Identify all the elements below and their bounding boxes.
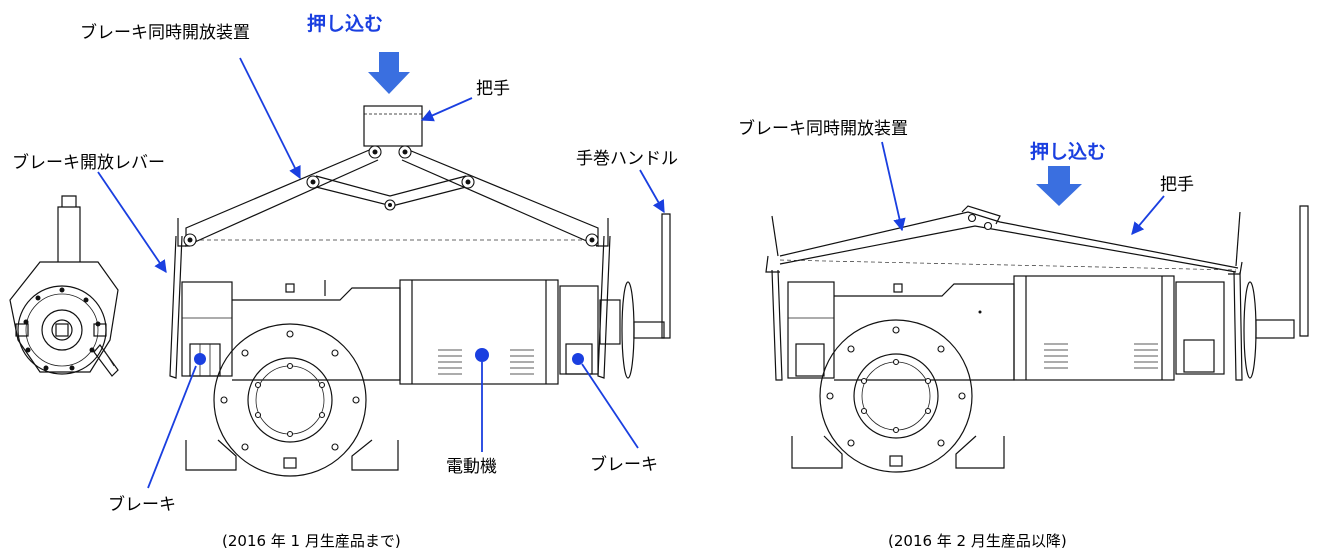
brake-release-lever-right [597, 235, 611, 379]
push-label: 押し込む [307, 12, 383, 35]
down-arrow-icon [1036, 166, 1082, 206]
label-handle: 把手 [476, 79, 510, 99]
blue-dot-marker-icon [194, 353, 206, 365]
label-hand-crank: 手巻ハンドル [576, 149, 678, 169]
label-handle: 把手 [1160, 175, 1194, 195]
leader-line [639, 169, 665, 214]
leader-line [147, 365, 197, 489]
label-brake-release-lever: ブレーキ開放レバー [12, 152, 165, 173]
label-motor: 電動機 [446, 457, 497, 477]
caption-left: (2016 年 1 月生産品まで) [222, 532, 401, 550]
brake-side-view [9, 195, 119, 377]
brake-release-lever-left [771, 269, 783, 381]
blue-dot-marker-icon [475, 348, 489, 362]
release-bar [765, 205, 1243, 275]
label-brake-left: ブレーキ [108, 494, 176, 515]
down-arrow-icon [368, 52, 410, 94]
push-label: 押し込む [1030, 140, 1106, 163]
brake-release-lever-left [169, 235, 183, 379]
leader-line [1131, 195, 1165, 235]
caption-right: (2016 年 2 月生産品以降) [888, 532, 1067, 550]
leader-line [97, 171, 167, 274]
handle-block [363, 105, 423, 147]
linkage-arms [177, 145, 609, 247]
label-brake-right: ブレーキ [590, 454, 658, 475]
leader-line [239, 57, 301, 180]
leader-line [420, 97, 473, 122]
blue-dot-marker-icon [572, 353, 584, 365]
leader-line [881, 141, 906, 232]
right-figure: 押し込む [738, 118, 1309, 550]
hoist-machine [181, 213, 671, 477]
label-simultaneous-release: ブレーキ同時開放装置 [738, 118, 908, 139]
brake-release-lever-right [1233, 271, 1243, 381]
left-figure: 押し込む [9, 12, 678, 550]
leader-line [581, 363, 639, 449]
label-simultaneous-release: ブレーキ同時開放装置 [80, 22, 250, 43]
hoist-machine [787, 205, 1309, 473]
